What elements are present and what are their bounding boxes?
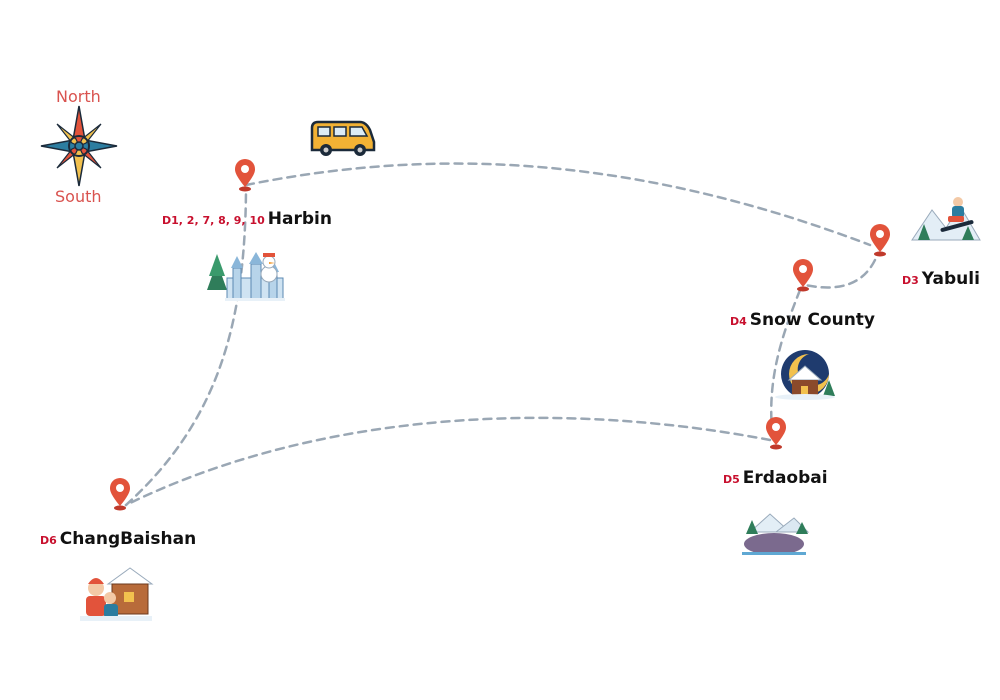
stop-label-yabuli[interactable]: D3 Yabuli <box>902 269 980 289</box>
route-harbin-yabuli <box>244 162 872 247</box>
stop-name: Snow County <box>749 310 876 330</box>
stop-name: ChangBaishan <box>59 529 197 549</box>
day-label: D1, 2, 7, 8, 9, 10 <box>162 214 265 227</box>
day-label: D5 <box>723 473 740 486</box>
compass-icon <box>40 105 118 187</box>
stop-name: Erdaobai <box>742 468 828 488</box>
stop-label-changbaishan[interactable]: D6 ChangBaishan <box>40 529 196 549</box>
stop-label-erdaobai[interactable]: D5 Erdaobai <box>723 468 828 488</box>
pin-yabuli[interactable] <box>870 224 890 257</box>
compass-south-label: South <box>55 187 102 206</box>
minivan-icon <box>310 120 376 156</box>
snow-cottage-moon-icon <box>775 350 835 400</box>
snowy-lake-mountain-icon <box>742 513 810 555</box>
route-changbaishan-harbin <box>124 188 248 507</box>
pin-changbaishan[interactable] <box>110 478 130 511</box>
day-label: D6 <box>40 534 57 547</box>
route-snowcounty-erdaobai <box>770 288 802 432</box>
route-lines <box>124 162 877 507</box>
stop-label-harbin[interactable]: D1, 2, 7, 8, 9, 10 Harbin <box>162 209 332 229</box>
stop-label-snow-county[interactable]: D4 Snow County <box>730 310 875 330</box>
kids-snow-cabin-icon <box>80 567 154 621</box>
pin-harbin[interactable] <box>235 159 255 192</box>
stop-name: Harbin <box>267 209 332 229</box>
stop-name: Yabuli <box>921 269 980 289</box>
ice-castle-snowman-icon <box>207 252 285 301</box>
pins <box>110 159 890 511</box>
day-label: D4 <box>730 315 747 328</box>
compass-north-label: North <box>56 87 101 106</box>
route-yabuli-snowcounty <box>803 258 877 289</box>
pin-snow-county[interactable] <box>793 259 813 292</box>
pin-erdaobai[interactable] <box>766 417 786 450</box>
snowboarder-icon <box>911 197 981 241</box>
day-label: D3 <box>902 274 919 287</box>
route-erdaobai-changbaishan <box>124 416 772 507</box>
